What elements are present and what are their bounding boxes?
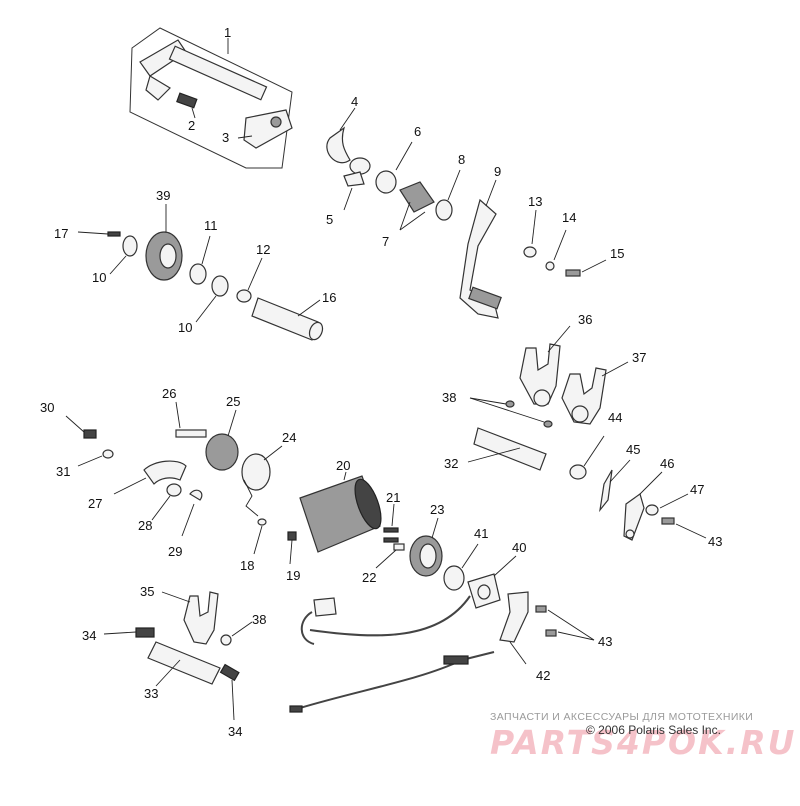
callout-29: 29	[168, 544, 182, 559]
callout-46: 46	[660, 456, 674, 471]
lower-fork-group	[103, 591, 253, 721]
callout-45: 45	[626, 442, 640, 457]
callout-11: 11	[204, 218, 218, 233]
gear-switch-and-cable	[289, 555, 595, 713]
callout-31: 31	[56, 464, 70, 479]
callout-21: 21	[386, 490, 400, 505]
callout-44: 44	[608, 410, 622, 425]
callout-10a: 10	[92, 270, 106, 285]
callout-1: 1	[224, 25, 231, 40]
callout-3: 3	[222, 130, 229, 145]
callout-30: 30	[40, 400, 54, 415]
watermark-logo: PARTS4POK.RU	[490, 723, 797, 762]
callout-32: 32	[444, 456, 458, 471]
callout-28: 28	[138, 518, 152, 533]
callout-12: 12	[256, 242, 270, 257]
watermark-tagline: ЗАПЧАСТИ И АКСЕССУАРЫ ДЛЯ МОТОТЕХНИКИ	[490, 711, 754, 723]
callout-16: 16	[322, 290, 336, 305]
callout-5: 5	[326, 212, 333, 227]
shift-shaft-assembly-box	[129, 27, 293, 169]
callout-34b: 34	[228, 724, 242, 739]
callout-39: 39	[156, 188, 170, 203]
callout-37: 37	[632, 350, 646, 365]
callout-24: 24	[282, 430, 296, 445]
callout-25: 25	[226, 394, 240, 409]
callout-labels: 1 2 3 4 5 6 7 8 9 10 10 11 12 13 14 15 1…	[40, 25, 722, 739]
callout-15: 15	[610, 246, 624, 261]
callout-6: 6	[414, 124, 421, 139]
callout-42: 42	[536, 668, 550, 683]
callout-8: 8	[458, 152, 465, 167]
callout-33: 33	[144, 686, 158, 701]
callout-22: 22	[362, 570, 376, 585]
callout-14: 14	[562, 210, 576, 225]
callout-35: 35	[140, 584, 154, 599]
callout-13: 13	[528, 194, 542, 209]
callout-47: 47	[690, 482, 704, 497]
callout-19: 19	[286, 568, 300, 583]
callout-7: 7	[382, 234, 389, 249]
shift-pedal-parts	[326, 107, 607, 319]
callout-43a: 43	[708, 534, 722, 549]
shift-forks	[467, 325, 707, 541]
callout-27: 27	[88, 496, 102, 511]
callout-10b: 10	[178, 320, 192, 335]
callout-23: 23	[430, 502, 444, 517]
callout-38b: 38	[252, 612, 266, 627]
callout-9: 9	[494, 164, 501, 179]
shift-drum-parts	[65, 401, 479, 591]
callout-17: 17	[54, 226, 68, 241]
copyright-notice: © 2006 Polaris Sales Inc.	[586, 723, 721, 737]
callout-34a: 34	[82, 628, 96, 643]
callout-36: 36	[578, 312, 592, 327]
idler-gear-group	[77, 204, 324, 341]
callout-20: 20	[336, 458, 350, 473]
callout-2: 2	[188, 118, 195, 133]
callout-41: 41	[474, 526, 488, 541]
callout-38a: 38	[442, 390, 456, 405]
callout-40: 40	[512, 540, 526, 555]
callout-43b: 43	[598, 634, 612, 649]
callout-4: 4	[351, 94, 358, 109]
callout-26: 26	[162, 386, 176, 401]
callout-18: 18	[240, 558, 254, 573]
